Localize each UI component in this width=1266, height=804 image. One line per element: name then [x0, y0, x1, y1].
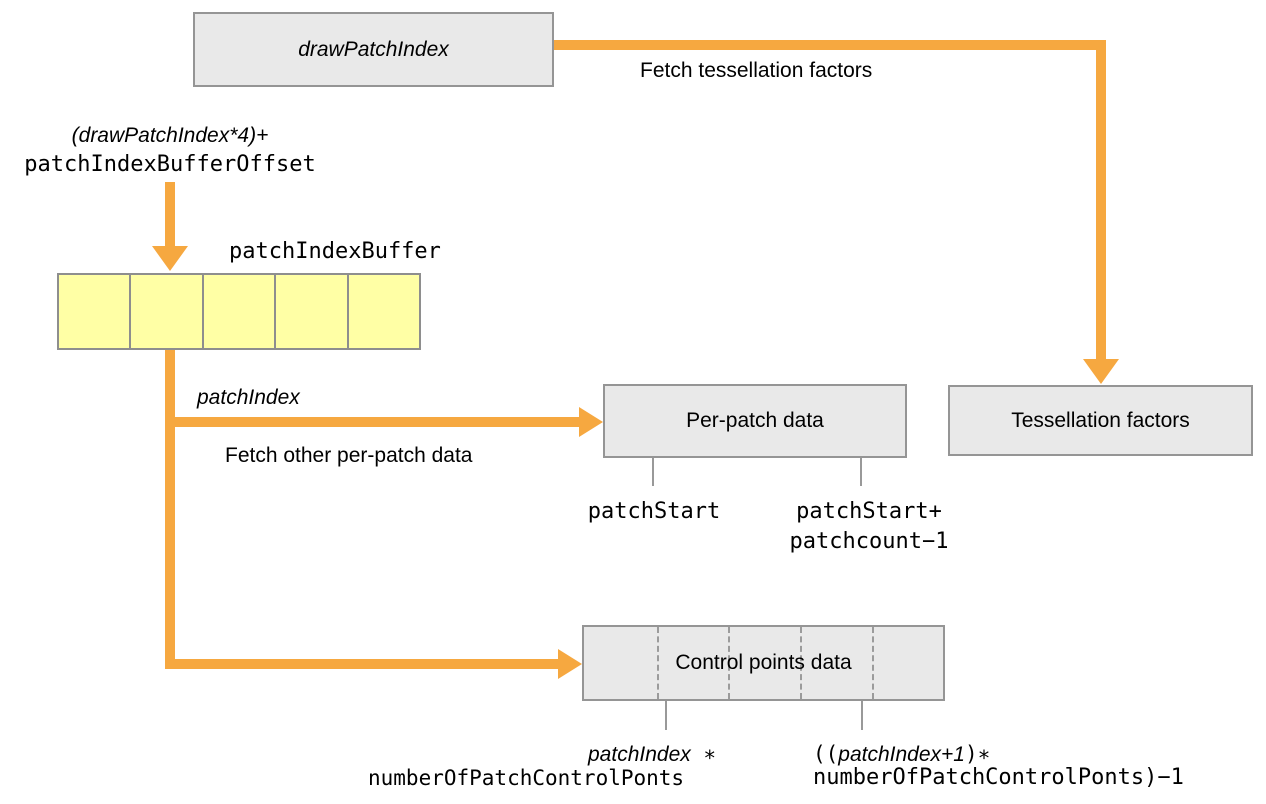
control-points-node: Control points data — [582, 625, 945, 701]
cp-end-open-parens: (( — [813, 742, 839, 766]
control-points-label: Control points data — [675, 651, 852, 674]
per-patch-data-node: Per-patch data — [603, 384, 907, 458]
draw-patch-index-label: drawPatchIndex — [298, 37, 449, 61]
buffer-cell — [204, 275, 277, 348]
cp-start-asterisk: ∗ — [690, 742, 717, 766]
cp-end-expression-line1: ((patchIndex+1)∗ — [813, 742, 990, 767]
offset-expression-line2: patchIndexBufferOffset — [24, 152, 316, 177]
dashed-divider — [800, 627, 802, 699]
arrowhead-per-patch-icon — [579, 407, 603, 437]
tessellation-factors-node: Tessellation factors — [948, 385, 1253, 456]
patch-end-label: patchStart+ patchcount−1 — [769, 497, 969, 557]
edge-offset-to-buffer — [165, 182, 175, 246]
buffer-cell — [276, 275, 349, 348]
edge-buffer-trunk-vertical — [165, 350, 175, 669]
cp-end-expression-line2: numberOfPatchControlPonts)−1 — [813, 765, 1184, 790]
cp-start-expression-line1: patchIndex ∗ — [588, 742, 716, 767]
patch-start-label: patchStart — [587, 499, 721, 524]
edge-control-points-horizontal — [165, 659, 558, 669]
fetch-tessellation-label: Fetch tessellation factors — [640, 59, 873, 82]
fetch-per-patch-label: Fetch other per-patch data — [225, 444, 473, 467]
buffer-cell — [131, 275, 204, 348]
patch-index-buffer-label: patchIndexBuffer — [229, 239, 441, 264]
edge-fetch-tessellation-horizontal — [554, 40, 1106, 50]
patch-end-label-line1: patchStart+ — [796, 499, 942, 524]
cp-start-expression-line2: numberOfPatchControlPonts — [368, 766, 685, 790]
patch-index-buffer — [57, 273, 421, 350]
per-patch-end-tick — [860, 458, 862, 486]
arrowhead-control-points-icon — [558, 649, 582, 679]
cp-end-close-paren-asterisk: )∗ — [964, 742, 991, 766]
dashed-divider — [728, 627, 730, 699]
buffer-cell — [59, 275, 132, 348]
cp-start-italic: patchIndex — [588, 743, 691, 766]
offset-expression-line1: (drawPatchIndex*4)+ — [71, 124, 269, 147]
patch-end-label-line2: patchcount−1 — [789, 529, 949, 554]
offset-expression: (drawPatchIndex*4)+ patchIndexBufferOffs… — [5, 121, 335, 179]
patch-index-edge-label: patchIndex — [197, 386, 300, 409]
cp-end-tick — [861, 701, 863, 730]
cp-start-tick — [665, 701, 667, 730]
buffer-cell — [349, 275, 419, 348]
edge-fetch-tessellation-vertical — [1096, 40, 1106, 360]
per-patch-data-label: Per-patch data — [686, 409, 824, 432]
arrowhead-tessellation-icon — [1083, 359, 1119, 384]
dashed-divider — [657, 627, 659, 699]
tessellation-factors-label: Tessellation factors — [1011, 408, 1190, 432]
per-patch-start-tick — [652, 458, 654, 486]
cp-end-italic: patchIndex+1 — [838, 743, 965, 766]
arrowhead-buffer-icon — [152, 246, 188, 271]
edge-fetch-per-patch-horizontal — [165, 417, 579, 427]
draw-patch-index-node: drawPatchIndex — [193, 12, 554, 87]
dashed-divider — [872, 627, 874, 699]
